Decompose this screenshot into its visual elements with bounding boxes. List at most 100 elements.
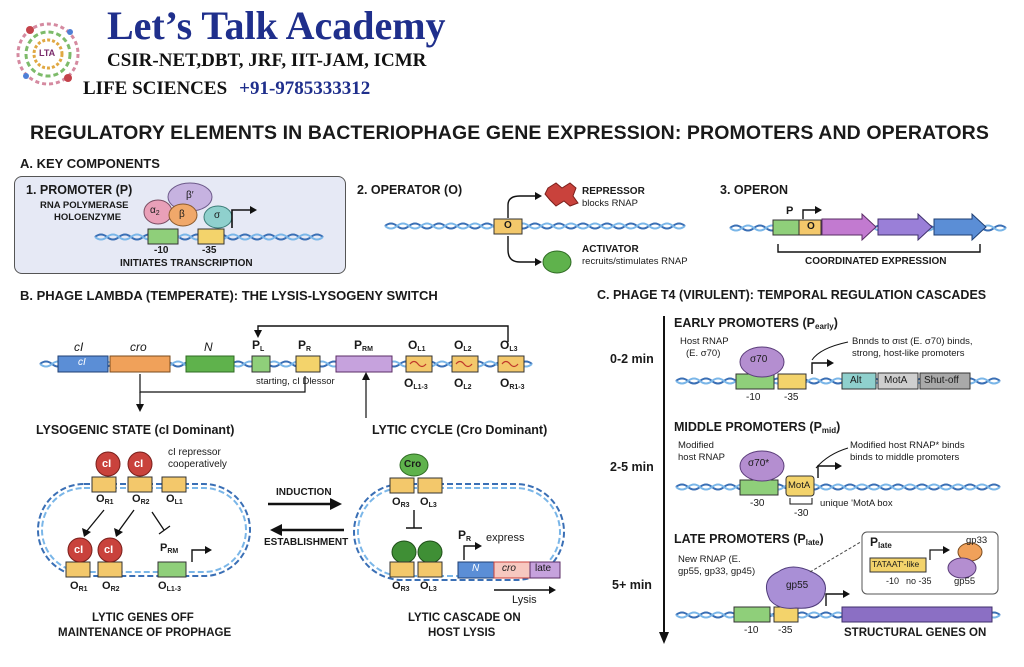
early-gene-mota [877, 372, 919, 390]
lytic-late-gene [529, 561, 561, 579]
early-note-2: strong, host-like promoters [852, 348, 965, 359]
ol13-label: OL1-3 [404, 376, 428, 391]
inset-gp55-label: gp55 [954, 576, 976, 587]
pr-label: PR [298, 338, 312, 353]
repressor-label: REPRESSOR [582, 186, 645, 197]
activator-arrow [507, 236, 538, 263]
n-top-label: N [204, 340, 213, 354]
operon-p-label: P [786, 205, 794, 217]
lyso-or2b-label: OR2 [102, 580, 120, 593]
inset-gp55 [947, 557, 977, 579]
lytic-n-label: N [472, 563, 480, 574]
academy-logo: LTA [10, 8, 86, 100]
lambda-note: starting, cI Dlessor [256, 376, 335, 387]
lytic-pr-label: PR [458, 528, 472, 543]
cro-top-label: cro [130, 340, 147, 354]
ci-note-2: cooperatively [168, 459, 227, 470]
establishment-label: ESTABLISHMENT [264, 537, 349, 548]
promoter-minus35-label: -35 [202, 245, 217, 256]
lytic-ol3b-box [417, 561, 443, 578]
prm-box [335, 355, 393, 373]
operon-title: 3. OPERON [720, 183, 789, 197]
repressor-desc: blocks RNAP [582, 198, 638, 209]
lytic-or3-label: OR3 [392, 496, 410, 509]
middle-box-1 [739, 479, 779, 496]
lyso-ol1-box [161, 476, 187, 493]
early-gene-mota-label: MotA [884, 375, 908, 386]
ol1-box [405, 355, 433, 373]
middle-host-1: Modified [678, 440, 714, 451]
inset-tataat: TATAAT'-like [872, 559, 920, 569]
gp55-protein [765, 566, 826, 609]
lyso-or1-label: OR1 [96, 493, 114, 506]
inset-tataat-box [869, 557, 927, 573]
late-minus35-box [773, 606, 799, 623]
academy-contact: LIFE SCIENCES+91-9785333312 [83, 78, 370, 100]
operon-gene-1 [821, 212, 877, 242]
academy-exams: CSIR-NET,DBT, JRF, IIT-JAM, ICMR [107, 50, 427, 71]
operon-bracket [777, 244, 981, 253]
or13-label: OR1-3 [500, 376, 525, 391]
prm-arrow [191, 549, 208, 562]
cro-protein-label: Cro [404, 459, 422, 470]
operator-dna [384, 222, 686, 230]
lytic-express-label: express [486, 532, 525, 544]
ol1-label: OL1 [408, 338, 426, 353]
middle-title: MIDDLE PROMOTERS (Pmid) [674, 420, 841, 435]
inset-gp33-label: gp33 [966, 535, 988, 546]
ci-dimer-4-label: cI [104, 544, 114, 556]
lysis-label: Lysis [512, 594, 537, 606]
promoter-transcription-arrow [231, 209, 254, 228]
inset-connector [809, 539, 865, 573]
lyso-prm-box [157, 561, 187, 578]
mota-box [785, 475, 815, 497]
promoter-minus35-box [197, 228, 225, 245]
operator-o-label: O [504, 220, 512, 231]
early-sigma-label: σ70 [750, 354, 768, 365]
operator-title: 2. OPERATOR (O) [357, 183, 463, 197]
inset-m10: -10 [886, 576, 900, 586]
lytic-pr-arrow [463, 545, 478, 560]
lyso-prm-label: PRM [160, 542, 179, 555]
lysogenic-caption-1: LYTIC GENES OFF [92, 612, 194, 624]
lyso-or2-box [127, 476, 153, 493]
lyso-ol13-label: OL1-3 [158, 580, 181, 593]
repressor-shape [544, 182, 579, 207]
late-title: LATE PROMOTERS (Plate) [674, 532, 824, 547]
activator-desc: recruits/stimulates RNAP [582, 256, 688, 267]
inset-tx-arrow [929, 549, 946, 560]
ci-repress-line [151, 511, 171, 535]
lytic-caption-2: HOST LYSIS [428, 627, 496, 639]
lytic-or3b-box [389, 561, 415, 578]
late-tx-arrow [825, 593, 846, 606]
rnap-label-1: RNA POLYMERASE [40, 200, 129, 211]
promoter-title: 1. PROMOTER (P) [26, 183, 133, 197]
early-title: EARLY PROMOTERS (Pearly) [674, 316, 838, 331]
lyso-or2-label: OR2 [132, 493, 150, 506]
alpha-label: α2 [150, 205, 160, 217]
section-b-title: B. PHAGE LAMBDA (TEMPERATE): THE LYSIS-L… [20, 288, 438, 303]
academy-phone: +91-9785333312 [239, 78, 371, 99]
ci-gene-label: cI [78, 357, 86, 368]
ci-arrow-2 [117, 509, 135, 533]
motabox-note: unique 'MotA box [820, 498, 893, 509]
middle-note-1: Modified host RNAP* binds [850, 440, 965, 451]
induction-down-arrow [139, 374, 306, 393]
middle-note-arrow [815, 447, 849, 469]
motabox-bracket [789, 498, 813, 505]
cro-protein [399, 453, 429, 477]
pr-box [295, 355, 321, 373]
early-sigma70 [739, 346, 785, 378]
lytic-cro-label: cro [502, 563, 516, 574]
late-rnap-2: gp55, gp33, gp45) [678, 566, 756, 577]
sigma-label: σ [214, 210, 221, 221]
operon-gene-3 [933, 212, 987, 242]
late-rnap-1: New RNAP (E. [678, 554, 741, 565]
late-time: 5+ min [612, 578, 652, 592]
inset-no35: no -35 [906, 576, 932, 586]
lytic-or3b-label: OR3 [392, 580, 410, 593]
structural-genes-bar [841, 606, 993, 623]
ci-arrow-1 [85, 509, 105, 533]
